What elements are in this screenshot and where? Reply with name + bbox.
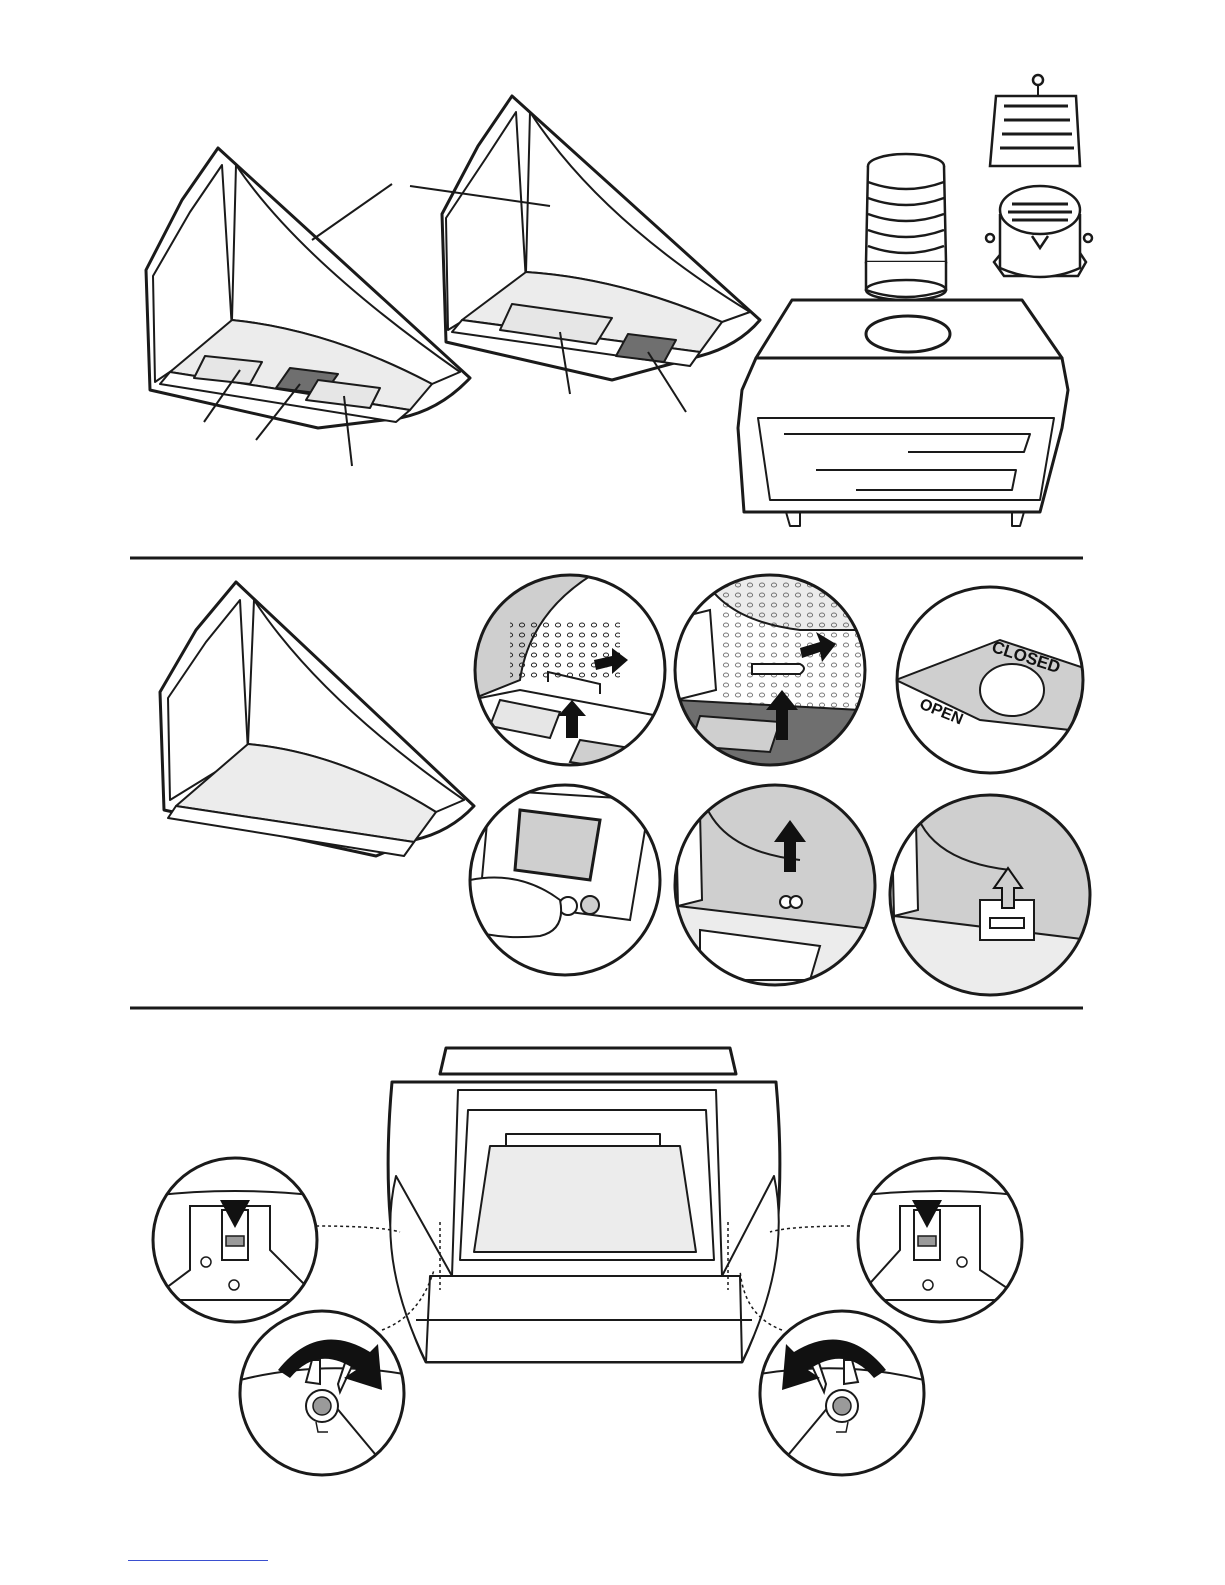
cabinet bbox=[738, 300, 1068, 526]
detail-latch-left bbox=[150, 1155, 320, 1325]
screw-icon bbox=[986, 234, 994, 242]
hood-a bbox=[146, 148, 470, 428]
detail-filter-slide bbox=[670, 570, 870, 770]
detail-valve-label: OPEN CLOSED bbox=[895, 585, 1090, 775]
detail-knob-removal bbox=[470, 785, 660, 975]
hood-top-cap bbox=[440, 1048, 736, 1074]
hood-front-view bbox=[388, 1048, 780, 1362]
detail-wing-nut-left bbox=[240, 1311, 404, 1475]
cabinet-leg bbox=[786, 512, 1024, 526]
filter-tray bbox=[474, 1146, 696, 1252]
callout-line bbox=[312, 184, 392, 240]
screw-icon bbox=[1084, 234, 1092, 242]
hood-a-filter-left bbox=[194, 356, 262, 384]
screw-icon bbox=[1033, 75, 1043, 85]
detail-lift-tab bbox=[890, 795, 1090, 1000]
detail-latch-right bbox=[855, 1155, 1025, 1325]
grille bbox=[990, 75, 1080, 166]
slide-tab-icon bbox=[752, 664, 804, 674]
hood-c bbox=[160, 582, 474, 856]
hood-b bbox=[442, 96, 760, 380]
detail-filter-release bbox=[470, 570, 680, 780]
outlet-collar bbox=[986, 186, 1092, 277]
footer-rule bbox=[128, 1560, 268, 1561]
duct-opening bbox=[866, 316, 950, 352]
detail-wing-nut-right bbox=[760, 1311, 924, 1475]
hood-b-filter-dark bbox=[616, 334, 676, 362]
knob-icon bbox=[581, 896, 599, 914]
detail-pull-up bbox=[675, 785, 880, 990]
duct-pipe bbox=[866, 154, 946, 300]
